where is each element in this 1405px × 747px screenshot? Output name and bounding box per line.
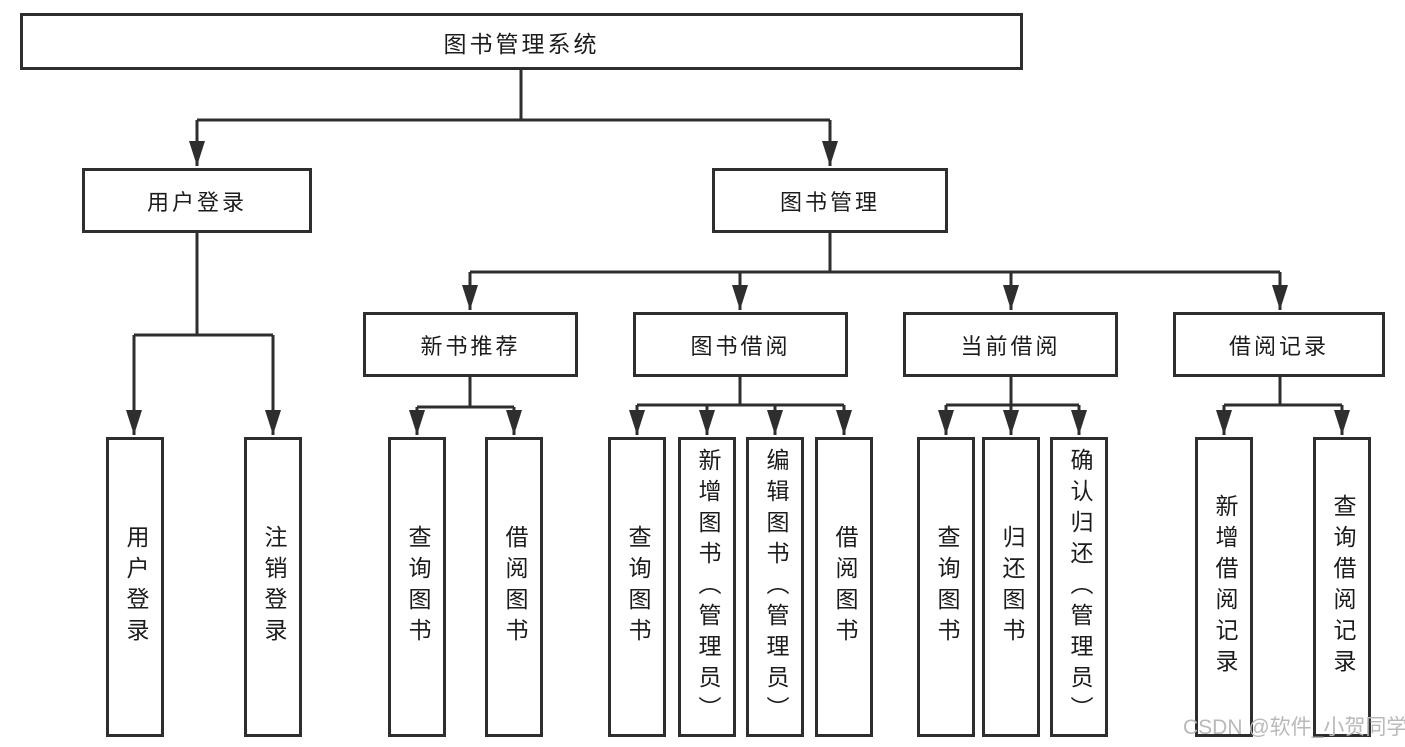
node-new-book-recommend: 新书推荐 [363,312,578,377]
node-book-borrow: 图书借阅 [633,312,848,377]
node-borrow-records: 借阅记录 [1173,312,1385,377]
leaf-return-books: 归还图书 [982,437,1040,737]
leaf-query-borrow-record: 查询借阅记录 [1313,437,1371,737]
leaf-edit-book-admin: 编辑图书（管理员） [746,437,804,737]
node-label: 图书借阅 [690,333,791,359]
node-book-management: 图书管理 [712,168,948,233]
watermark: CSDN @软件_小贺同学 [1183,716,1405,739]
node-label: 新书推荐 [420,333,521,359]
leaf-query-books-current: 查询图书 [917,437,975,737]
node-label: 图书管理 [779,189,880,215]
wire-borrow-records [1224,377,1342,407]
leaf-logout: 注销登录 [244,437,302,737]
node-label: 借阅记录 [1228,333,1329,359]
wire-book-management [470,233,1280,274]
wire-book-borrow [637,377,844,407]
leaf-borrow-books-recommend: 借阅图书 [485,437,543,737]
wire-user-login [134,233,273,337]
node-label: 当前借阅 [960,333,1061,359]
node-current-borrow: 当前借阅 [903,312,1118,377]
leaf-confirm-return-admin: 确认归还（管理员） [1050,437,1108,737]
leaf-add-book-admin: 新增图书（管理员） [678,437,736,737]
node-library-system: 图书管理系统 [20,13,1023,70]
node-label: 用户登录 [146,189,247,215]
leaf-borrow-books: 借阅图书 [815,437,873,737]
leaf-user-login: 用户登录 [106,437,164,737]
wire-root [197,70,830,122]
node-user-login: 用户登录 [82,168,312,233]
wire-current-borrow [946,377,1079,407]
leaf-query-books-recommend: 查询图书 [388,437,446,737]
node-label: 图书管理系统 [443,31,600,57]
leaf-query-books-borrow: 查询图书 [608,437,666,737]
wire-new-book-recommend [417,377,514,409]
leaf-add-borrow-record: 新增借阅记录 [1195,437,1253,737]
